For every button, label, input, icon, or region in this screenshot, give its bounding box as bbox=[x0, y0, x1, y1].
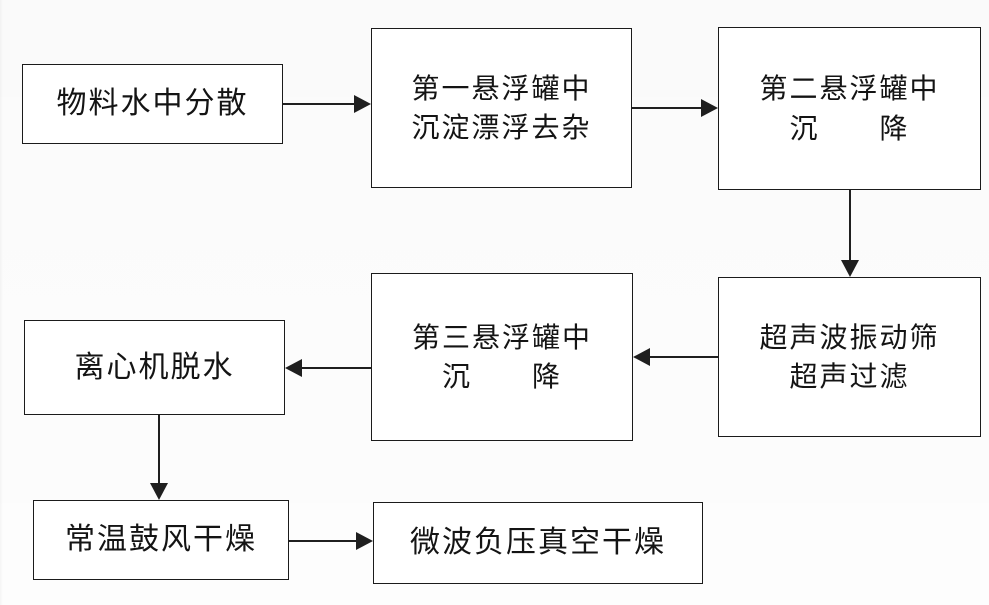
line-arrow-second-tank-to-sieve bbox=[849, 190, 851, 262]
node-label-line: 沉 降 bbox=[441, 360, 562, 393]
node-label-line: 物料水中分散 bbox=[56, 86, 249, 122]
node-label-line: 沉淀漂浮去杂 bbox=[411, 111, 592, 144]
node-label-line: 常温鼓风干燥 bbox=[65, 522, 257, 558]
arrowhead-arrow-material-to-first-tank bbox=[354, 95, 371, 113]
node-first-suspension-tank: 第一悬浮罐中沉淀漂浮去杂 bbox=[371, 28, 632, 188]
line-arrow-centrifuge-to-air-drying bbox=[158, 415, 160, 485]
node-third-suspension-tank: 第三悬浮罐中沉 降 bbox=[371, 273, 633, 441]
arrowhead-arrow-second-tank-to-sieve bbox=[841, 260, 859, 277]
node-microwave-vacuum-drying: 微波负压真空干燥 bbox=[373, 502, 703, 584]
arrowhead-arrow-air-drying-to-microwave bbox=[356, 532, 373, 550]
line-arrow-first-to-second-tank bbox=[632, 107, 703, 109]
node-label-line: 第三悬浮罐中 bbox=[411, 320, 592, 354]
node-second-suspension-tank: 第二悬浮罐中沉 降 bbox=[718, 27, 981, 190]
node-label-line: 离心机脱水 bbox=[74, 349, 235, 385]
line-arrow-sieve-to-third-tank bbox=[648, 356, 718, 358]
node-label-line: 沉 降 bbox=[789, 111, 910, 145]
node-label-line: 第二悬浮罐中 bbox=[759, 72, 940, 106]
line-arrow-air-drying-to-microwave bbox=[289, 540, 358, 542]
line-arrow-material-to-first-tank bbox=[283, 103, 356, 105]
node-ambient-air-blast-drying: 常温鼓风干燥 bbox=[33, 500, 289, 580]
arrowhead-arrow-centrifuge-to-air-drying bbox=[150, 483, 168, 500]
line-arrow-third-tank-to-centrifuge bbox=[300, 367, 371, 369]
arrowhead-arrow-sieve-to-third-tank bbox=[633, 348, 650, 366]
node-ultrasonic-vibrating-sieve: 超声波振动筛超声过滤 bbox=[718, 277, 981, 437]
node-centrifuge-dewatering: 离心机脱水 bbox=[24, 320, 285, 415]
arrowhead-arrow-third-tank-to-centrifuge bbox=[285, 359, 302, 377]
node-label-line: 超声波振动筛 bbox=[759, 320, 940, 354]
node-material-water-dispersion: 物料水中分散 bbox=[22, 64, 283, 144]
node-label-line: 第一悬浮罐中 bbox=[411, 71, 592, 105]
node-label-line: 超声过滤 bbox=[789, 360, 910, 393]
arrowhead-arrow-first-to-second-tank bbox=[701, 99, 718, 117]
node-label-line: 微波负压真空干燥 bbox=[410, 525, 666, 561]
